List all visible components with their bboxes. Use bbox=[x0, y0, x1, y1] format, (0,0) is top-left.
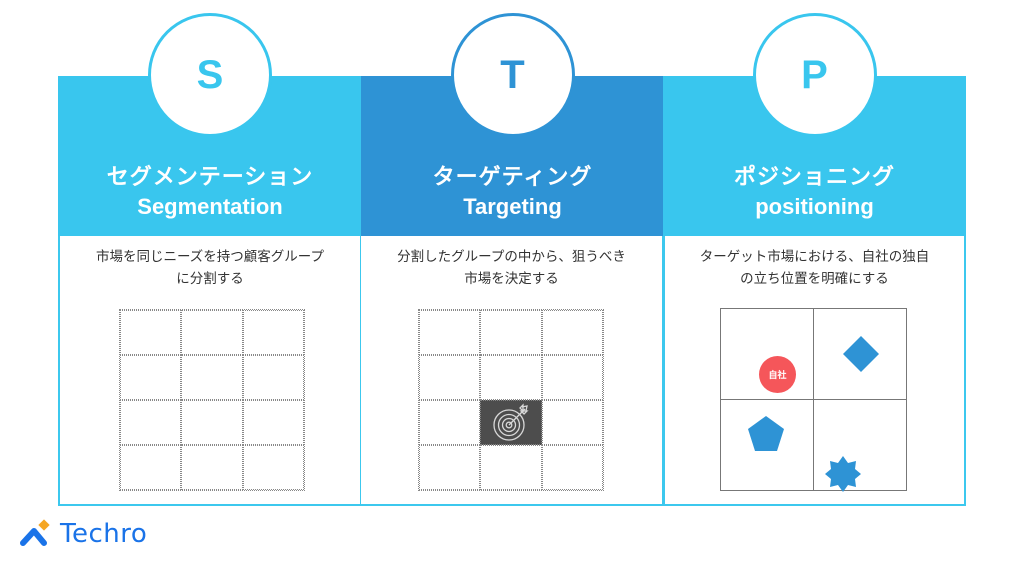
grid-cell bbox=[541, 400, 603, 445]
positioning-map: 自社 bbox=[720, 308, 907, 492]
grid-cell bbox=[181, 310, 243, 355]
positioning-header: P ポジショニング positioning bbox=[663, 13, 966, 236]
logo-text: Techro bbox=[60, 519, 148, 549]
pentagon-icon bbox=[748, 416, 784, 451]
grid-cell bbox=[242, 445, 304, 490]
title-en-segmentation: Segmentation bbox=[137, 194, 283, 219]
grid-cell bbox=[120, 445, 182, 490]
targeting-description: 分割したグループの中から、狙うべき 市場を決定する bbox=[361, 246, 662, 290]
grid-cell bbox=[541, 310, 603, 355]
grid-cell bbox=[419, 400, 481, 445]
grid-cell bbox=[419, 355, 481, 400]
description-line: の立ち位置を明確にする bbox=[740, 271, 889, 287]
segmentation-body: 市場を同じニーズを持つ顧客グループ に分割する bbox=[58, 236, 362, 506]
title-jp-segmentation: セグメンテーション bbox=[106, 165, 314, 190]
positioning-body: ターゲット市場における、自社の独自 の立ち位置を明確にする 自社 bbox=[663, 236, 966, 506]
description-line: 分割したグループの中から、狙うべき bbox=[397, 249, 626, 265]
star-burst-icon bbox=[825, 456, 861, 492]
grid-cell bbox=[419, 445, 481, 490]
horizontal-axis bbox=[721, 399, 906, 400]
techro-logo-icon bbox=[20, 519, 50, 546]
description-line: に分割する bbox=[176, 271, 244, 287]
grid-cell bbox=[181, 445, 243, 490]
segmentation-header: S セグメンテーション Segmentation bbox=[58, 13, 362, 236]
description-line: 市場を同じニーズを持つ顧客グループ bbox=[95, 249, 324, 265]
target-grid bbox=[418, 309, 604, 491]
self-company-marker: 自社 bbox=[759, 356, 796, 393]
grid-cell bbox=[181, 400, 243, 445]
grid-cell bbox=[242, 310, 304, 355]
grid-cell bbox=[120, 310, 182, 355]
grid-cell bbox=[120, 355, 182, 400]
grid-cell bbox=[480, 445, 542, 490]
grid-cell bbox=[242, 355, 304, 400]
title-jp-positioning: ポジショニング bbox=[733, 165, 895, 190]
grid-cell bbox=[181, 355, 243, 400]
grid-cell bbox=[419, 310, 481, 355]
description-line: 市場を決定する bbox=[464, 271, 559, 287]
letter-s: S bbox=[196, 52, 224, 97]
targeting-body: 分割したグループの中から、狙うべき 市場を決定する bbox=[361, 236, 664, 506]
target-cell bbox=[480, 400, 542, 445]
grid-cell bbox=[541, 355, 603, 400]
letter-t: T bbox=[500, 52, 525, 97]
positioning-description: ターゲット市場における、自社の独自 の立ち位置を明確にする bbox=[665, 246, 964, 290]
diamond-icon bbox=[843, 336, 879, 372]
title-jp-targeting: ターゲティング bbox=[432, 165, 593, 190]
grid-cell bbox=[480, 310, 542, 355]
segment-grid bbox=[119, 309, 305, 491]
grid-cell bbox=[120, 400, 182, 445]
panel-positioning: P ポジショニング positioning ターゲット市場における、自社の独自 … bbox=[663, 13, 966, 506]
grid-cell bbox=[541, 445, 603, 490]
panel-segmentation: S セグメンテーション Segmentation 市場を同じニーズを持つ顧客グル… bbox=[58, 13, 362, 506]
letter-p: P bbox=[801, 52, 828, 97]
bullseye-arrow-icon bbox=[493, 402, 529, 441]
grid-cell bbox=[242, 400, 304, 445]
letter-circle-s: S bbox=[148, 13, 272, 137]
title-en-positioning: positioning bbox=[755, 194, 874, 219]
techro-logo: Techro bbox=[20, 519, 147, 549]
letter-circle-t: T bbox=[450, 13, 575, 137]
description-line: ターゲット市場における、自社の独自 bbox=[699, 249, 930, 265]
grid-cell bbox=[480, 355, 542, 400]
title-en-targeting: Targeting bbox=[463, 194, 562, 219]
letter-circle-p: P bbox=[752, 13, 877, 137]
targeting-header: T ターゲティング Targeting bbox=[361, 13, 664, 236]
panel-targeting: T ターゲティング Targeting 分割したグループの中から、狙うべき 市場… bbox=[361, 13, 664, 506]
segmentation-description: 市場を同じニーズを持つ顧客グループ に分割する bbox=[60, 246, 360, 290]
